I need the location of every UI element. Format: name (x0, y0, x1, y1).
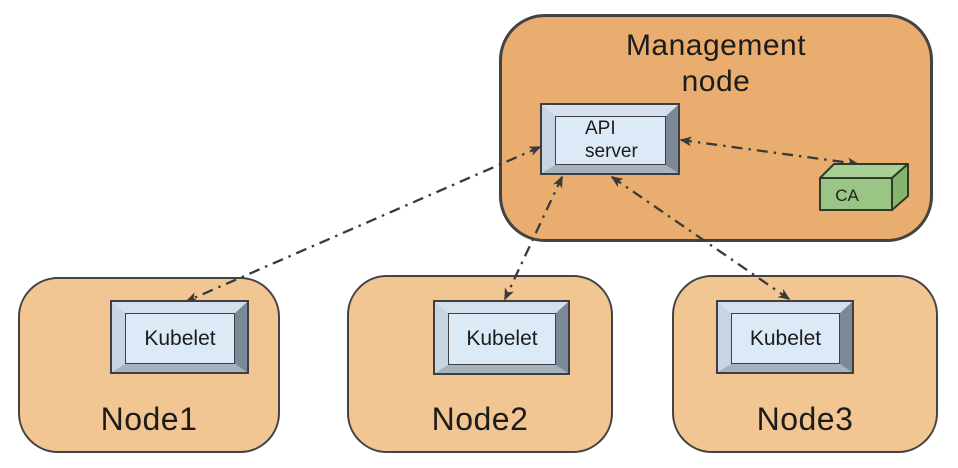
ca-box: CA (819, 163, 909, 211)
worker-node-1-label: Node1 (100, 401, 198, 437)
api-server-label: API server (585, 117, 638, 162)
kubelet-node3-label: Kubelet (731, 313, 840, 364)
management-node-title: Management node (625, 29, 807, 98)
worker-node-3-label: Node3 (756, 401, 854, 437)
kubelet-box-node2: Kubelet (435, 302, 568, 373)
ca-label: CA (835, 186, 859, 205)
worker-node-2-label: Node2 (431, 401, 529, 437)
edge-api-server-kubelet2 (503, 175, 564, 301)
edge-api-server-ca (679, 136, 860, 168)
ca-box-front-face (819, 177, 893, 211)
kubelet-node2-label: Kubelet (448, 313, 556, 365)
kubelet-box-node1: Kubelet (112, 302, 247, 372)
edge-api-server-kubelet3 (610, 176, 791, 300)
kubelet-box-node3: Kubelet (718, 302, 852, 372)
api-server-box: API server (542, 105, 678, 173)
edge-api-server-kubelet1 (185, 145, 542, 303)
kubelet-node1-label: Kubelet (125, 313, 235, 364)
api-server-face: API server (555, 116, 666, 165)
